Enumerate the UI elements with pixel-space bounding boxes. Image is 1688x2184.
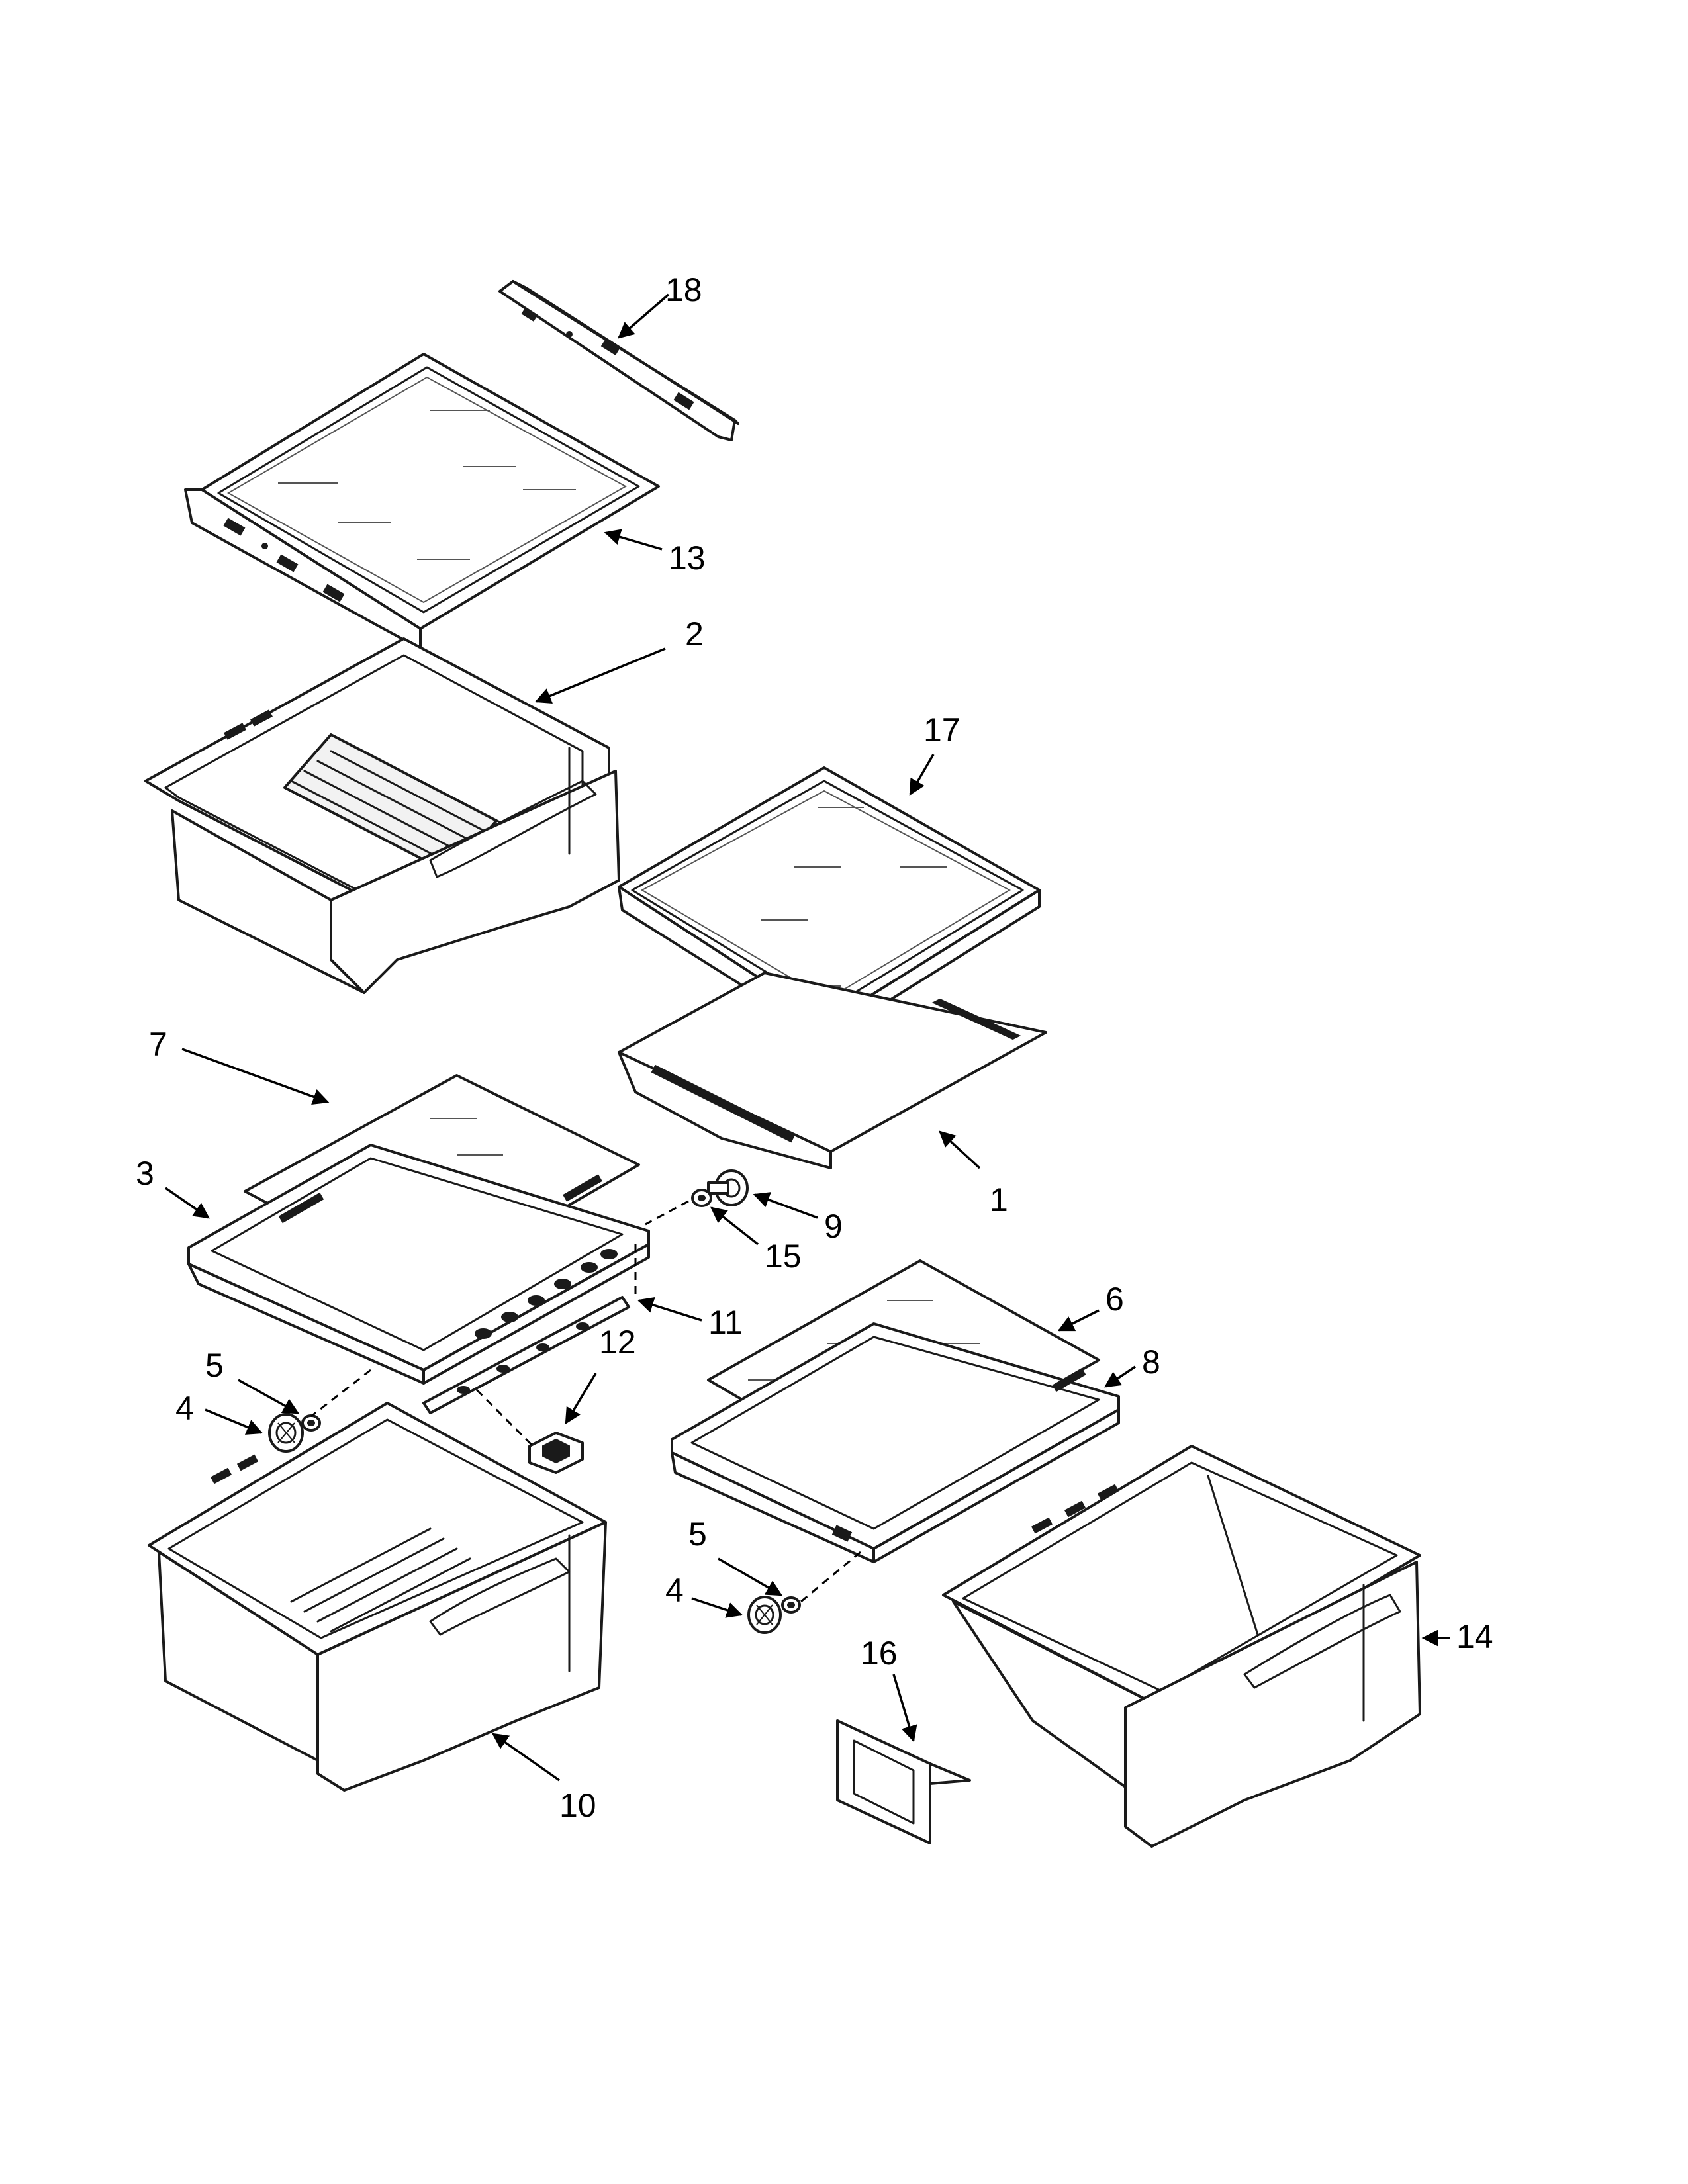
leader-lines (165, 293, 1450, 1782)
part-16-label-holder (836, 1719, 971, 1844)
callout-3: 3 (136, 1155, 154, 1192)
callout-2: 2 (685, 615, 704, 653)
callout-labels: 18 13 2 17 7 1 3 9 15 11 12 6 8 5 4 5 4 … (136, 271, 1493, 1824)
callout-18: 18 (665, 271, 702, 308)
callout-7: 7 (149, 1026, 167, 1063)
callout-6: 6 (1105, 1281, 1124, 1318)
part-10-lower-left-drawer (148, 1402, 607, 1792)
callout-9: 9 (824, 1208, 843, 1245)
part-11-bracket (422, 1296, 630, 1414)
callout-16: 16 (861, 1635, 898, 1672)
part-18-rear-rail (498, 280, 739, 441)
callout-11: 11 (708, 1304, 743, 1341)
assembly-lines (310, 1200, 861, 1603)
callout-5-right: 5 (688, 1516, 707, 1553)
callout-13: 13 (669, 539, 706, 576)
callout-17: 17 (923, 711, 961, 749)
part-2-upper-crisper-drawer (144, 637, 620, 994)
part-3-crisper-cover-frame (187, 1144, 650, 1385)
callout-14: 14 (1456, 1618, 1493, 1655)
callout-4-right: 4 (665, 1572, 684, 1609)
part-5-axle-left (301, 1414, 321, 1432)
callout-12: 12 (599, 1324, 636, 1361)
part-13-upper-shelf (184, 353, 660, 650)
part-4-wheel-left (268, 1413, 304, 1453)
callout-15: 15 (765, 1238, 802, 1275)
callout-4-left: 4 (175, 1390, 194, 1427)
part-9-wheel (707, 1169, 749, 1206)
part-15-axle (691, 1189, 712, 1207)
part-5-axle-right (781, 1596, 801, 1614)
part-4-wheel-right (747, 1596, 782, 1634)
callout-5-left: 5 (205, 1347, 224, 1384)
part-8-right-cover-frame (671, 1322, 1120, 1563)
callout-10: 10 (559, 1787, 596, 1824)
part-12-clip (528, 1432, 584, 1474)
part-1-shelf-frame (618, 972, 1047, 1169)
callout-1: 1 (990, 1181, 1008, 1218)
part-14-lower-right-drawer (942, 1445, 1421, 1848)
callout-8: 8 (1142, 1343, 1160, 1381)
